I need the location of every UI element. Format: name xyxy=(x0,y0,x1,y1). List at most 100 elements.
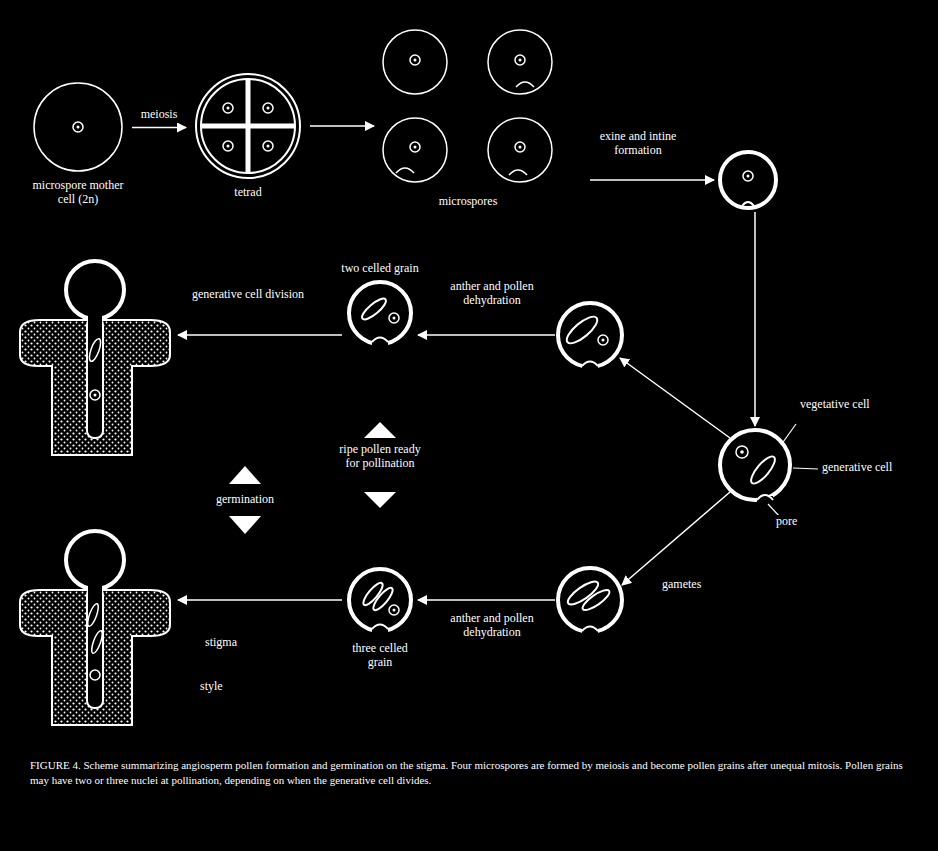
step-label: anther and pollen dehydration xyxy=(443,280,541,308)
drawing-part xyxy=(590,179,714,181)
drawing-part xyxy=(223,141,233,151)
drawing-part xyxy=(742,202,754,206)
process-arrow xyxy=(310,125,374,127)
drawing-part xyxy=(519,59,522,62)
drawing-part xyxy=(90,390,100,400)
cell-drawing xyxy=(28,80,128,175)
drawing-part xyxy=(720,430,790,500)
drawing-part xyxy=(73,122,83,132)
tetrad: tetrad xyxy=(190,70,306,200)
drawing-part xyxy=(747,175,750,178)
drawing-part xyxy=(793,468,818,469)
drawing-part xyxy=(359,295,388,322)
drawing-part xyxy=(414,59,417,62)
step-label: ripe pollen ready for pollination xyxy=(335,443,425,471)
drawing-part xyxy=(747,453,778,487)
stage-label: tetrad xyxy=(190,186,306,200)
microspores: microspores xyxy=(378,25,558,209)
three-celled-grain: three celled grain xyxy=(340,566,420,670)
drawing-part xyxy=(383,30,447,94)
drawing-part xyxy=(223,103,233,113)
drawing-part xyxy=(349,282,411,344)
drawing-part xyxy=(229,516,261,534)
young-pollen-cell xyxy=(720,430,790,504)
drawing-part xyxy=(757,496,773,504)
walled-microspore xyxy=(720,152,776,208)
stage-label: two celled grain xyxy=(340,262,420,276)
drawing-part xyxy=(602,339,605,342)
drawing-part xyxy=(515,142,525,152)
drawing-part xyxy=(565,578,601,608)
process-arrows xyxy=(178,180,755,600)
drawing-part xyxy=(393,316,396,319)
drawing-part xyxy=(263,141,273,151)
part-label: gametes xyxy=(662,578,732,592)
drawing-part xyxy=(389,313,399,323)
two-celled-grain: two celled grain xyxy=(340,262,420,348)
drawing-part xyxy=(371,585,396,612)
drawing-part xyxy=(90,670,100,680)
drawing-part xyxy=(736,446,748,458)
drawing-part xyxy=(740,450,744,454)
drawing-part xyxy=(488,30,552,94)
part-label: pore xyxy=(776,515,816,529)
cell-drawing xyxy=(378,25,558,191)
drawing-part xyxy=(563,312,601,347)
drawing-part xyxy=(227,145,230,148)
drawing-part xyxy=(720,152,776,208)
drawing-part xyxy=(582,362,598,367)
drawing-part xyxy=(757,495,773,500)
stage-label: microspores xyxy=(378,195,558,209)
drawing-part xyxy=(558,303,622,367)
germination-bottom xyxy=(20,531,170,725)
drawing-part xyxy=(519,146,522,149)
drawing-part xyxy=(77,126,80,129)
drawing-part xyxy=(87,337,103,362)
drawing-part xyxy=(364,422,396,438)
drawing-part xyxy=(20,261,170,455)
drawing-part xyxy=(580,587,612,614)
cell-drawing xyxy=(190,70,306,182)
drawing-part xyxy=(582,362,598,370)
drawing-part xyxy=(389,605,399,615)
part-label: stigma xyxy=(205,636,265,650)
drawing-part xyxy=(393,609,396,612)
step-label: exine and intine formation xyxy=(592,130,684,158)
drawing-part xyxy=(372,625,388,633)
drawing-part xyxy=(178,334,342,336)
drawing-part xyxy=(94,394,97,397)
drawing-part xyxy=(622,492,730,585)
drawing-part xyxy=(201,79,295,173)
drawing-part xyxy=(178,599,342,601)
drawing-part xyxy=(598,335,608,345)
drawing-part xyxy=(201,79,295,173)
drawing-part xyxy=(418,599,555,601)
drawing-part xyxy=(582,627,598,635)
part-label: style xyxy=(200,680,260,694)
arrow-label: meiosis xyxy=(141,108,178,122)
germination-top xyxy=(20,261,170,455)
part-label: vegetative cell xyxy=(800,398,872,412)
drawing-part xyxy=(20,531,170,725)
drawing-part xyxy=(229,466,261,484)
block-arrows xyxy=(229,422,396,534)
drawing-part xyxy=(227,107,230,110)
pollen-grain xyxy=(558,568,622,635)
drawing-part xyxy=(90,630,105,655)
drawing-part xyxy=(509,170,527,175)
drawing-part xyxy=(414,146,417,149)
step-label: anther and pollen dehydration xyxy=(443,612,541,640)
stage-label: microspore mother cell (2n) xyxy=(28,179,128,207)
drawing-part xyxy=(267,107,270,110)
drawing-part xyxy=(410,142,420,152)
step-label: generative cell division xyxy=(192,288,304,302)
drawing-part xyxy=(196,74,300,178)
part-label: generative cell xyxy=(822,461,932,475)
leader-lines xyxy=(768,424,818,517)
drawing-part xyxy=(582,627,598,632)
drawing-part xyxy=(558,568,622,632)
step-label: germination xyxy=(200,493,290,507)
drawing-part xyxy=(372,337,388,342)
